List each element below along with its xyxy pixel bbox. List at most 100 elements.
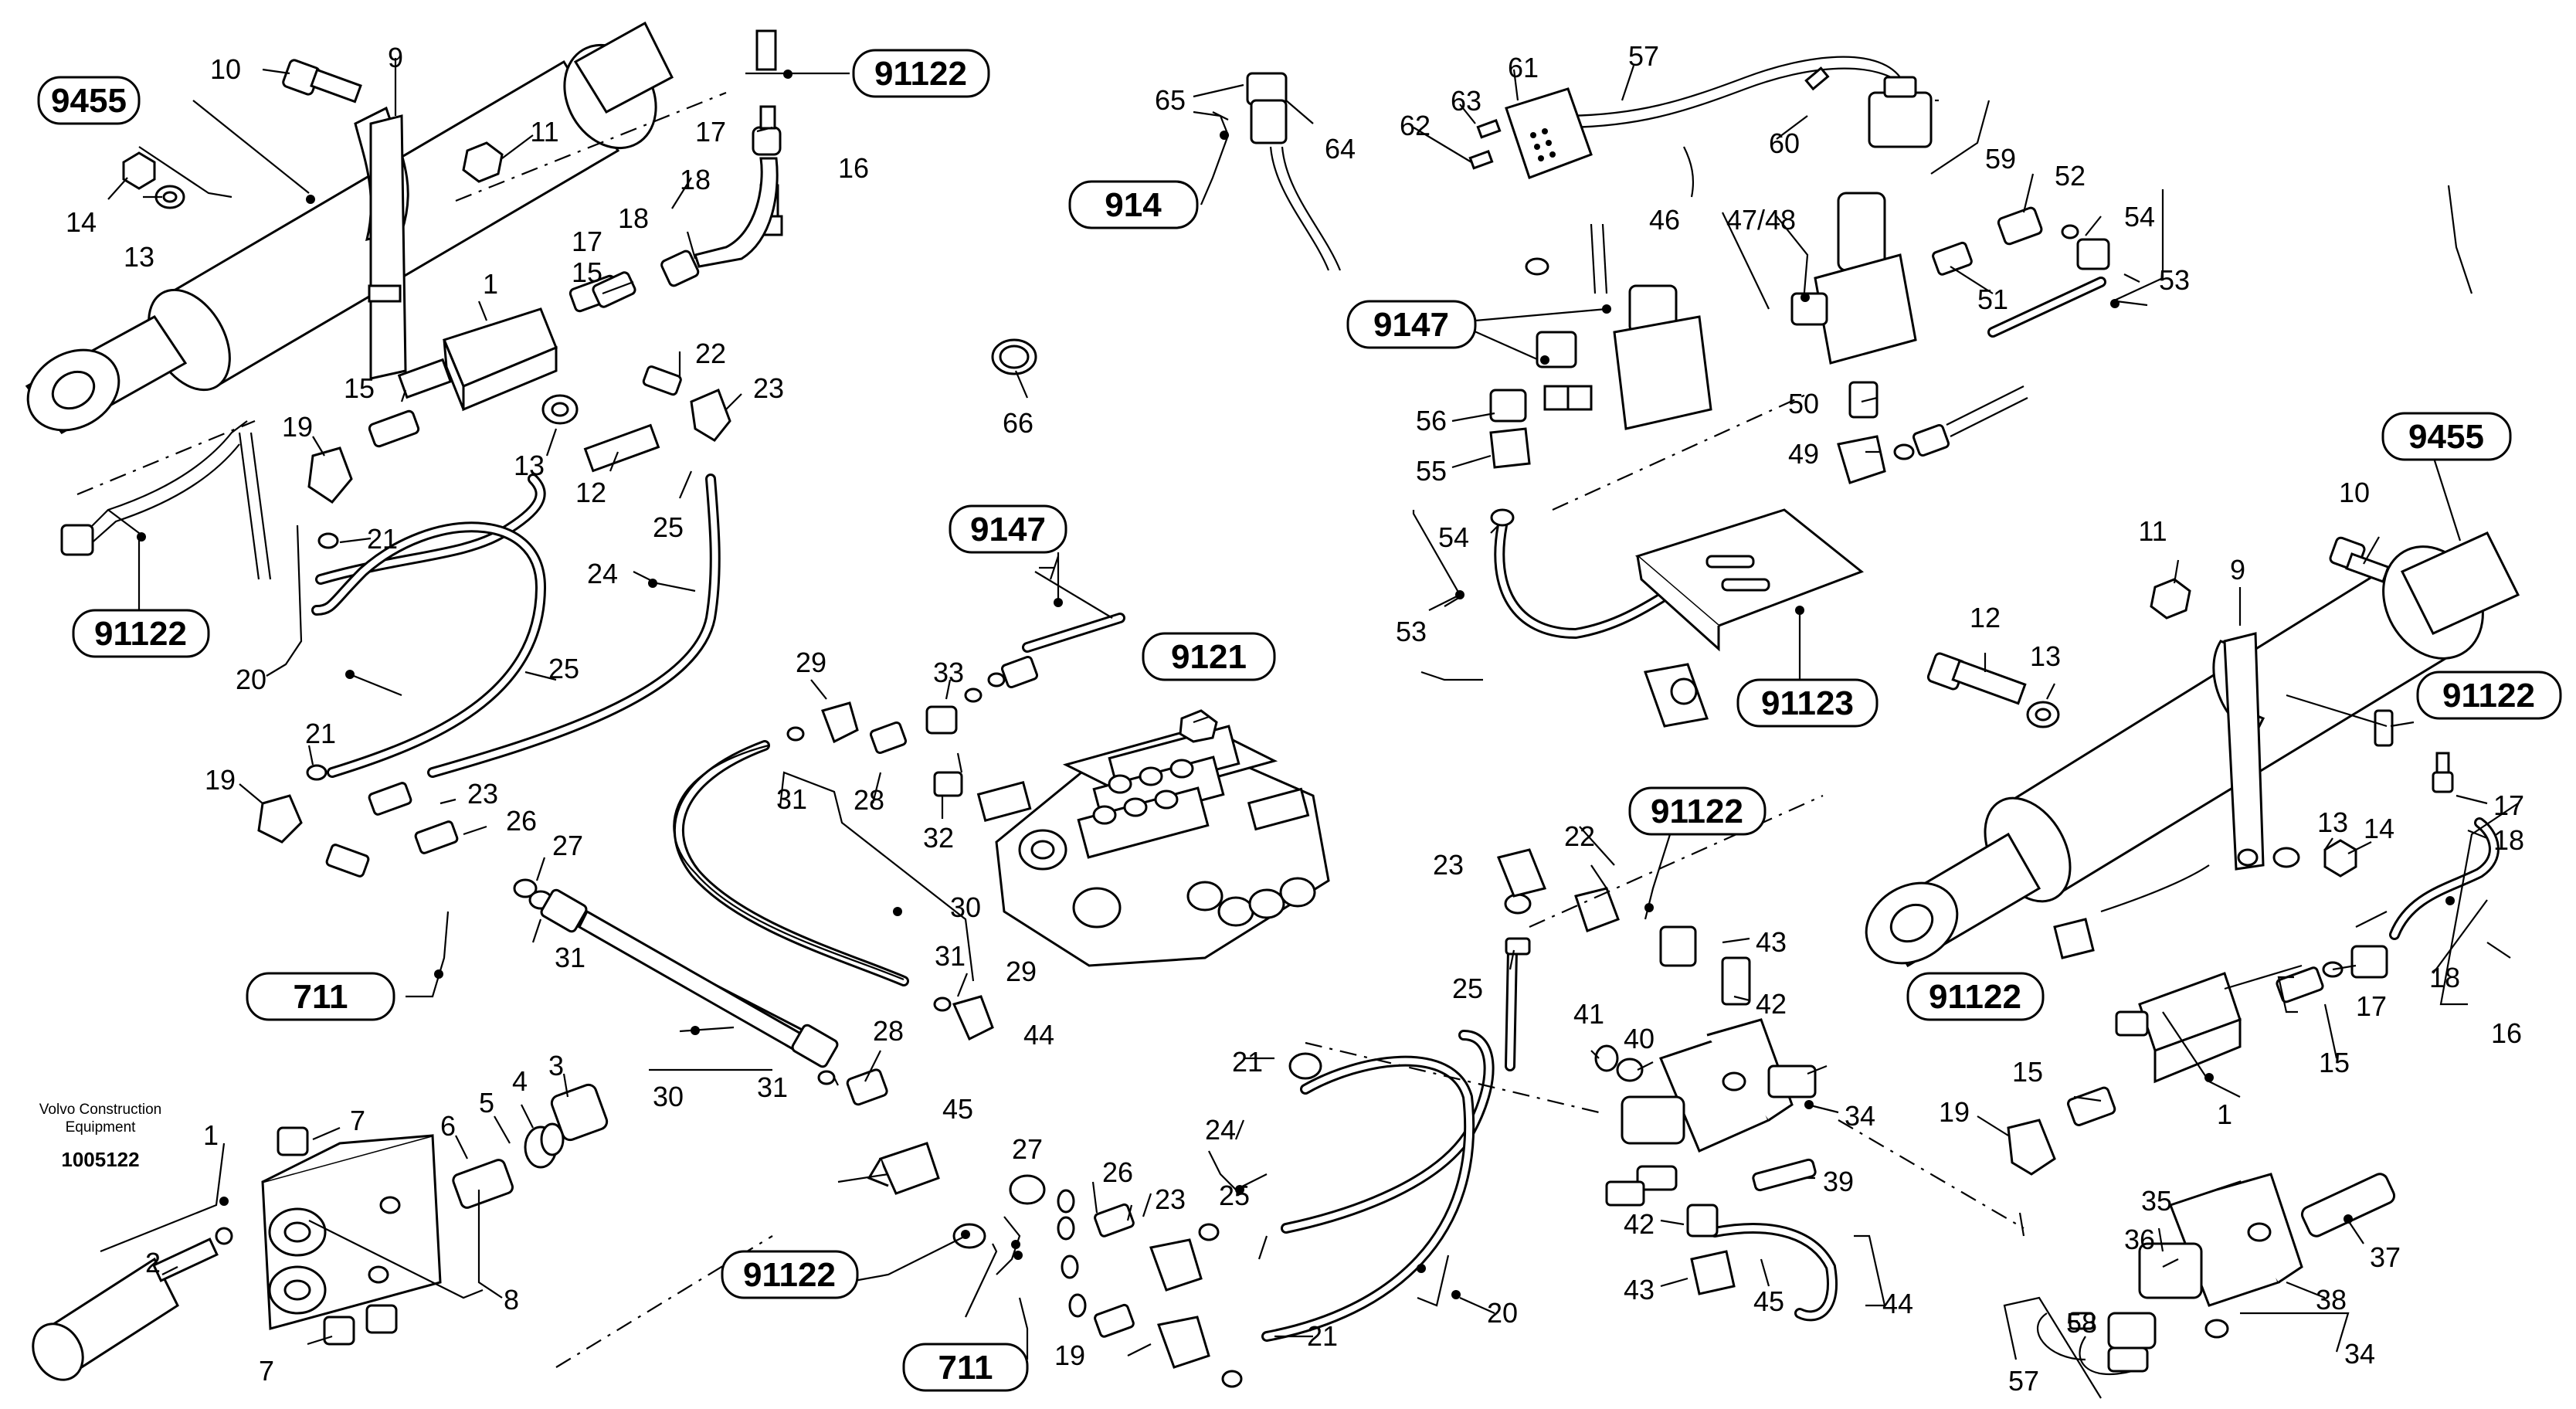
label-63: 63 bbox=[1451, 85, 1481, 117]
label-17: 17 bbox=[2356, 990, 2387, 1022]
label-30: 30 bbox=[950, 891, 981, 923]
svg-text:91122: 91122 bbox=[2442, 677, 2535, 715]
label-16: 16 bbox=[838, 152, 869, 184]
svg-text:9121: 9121 bbox=[1171, 638, 1247, 676]
ref-91122-rightlow[interactable]: 91122 bbox=[1906, 972, 2045, 1021]
label-10: 10 bbox=[210, 53, 241, 85]
label-23: 23 bbox=[1433, 849, 1464, 881]
ref-9455-right[interactable]: 9455 bbox=[2381, 412, 2512, 461]
ref-91122-center[interactable]: 91122 bbox=[1628, 786, 1767, 836]
label-51: 51 bbox=[1977, 283, 2008, 315]
ref-711-bottom[interactable]: 711 bbox=[902, 1343, 1029, 1392]
svg-text:91122: 91122 bbox=[874, 55, 967, 93]
label-21: 21 bbox=[1307, 1320, 1338, 1352]
label-55: 55 bbox=[1416, 455, 1447, 487]
label-21: 21 bbox=[1232, 1046, 1263, 1078]
label-5: 5 bbox=[479, 1087, 494, 1119]
label-28: 28 bbox=[873, 1015, 904, 1047]
label-23: 23 bbox=[753, 372, 784, 404]
label-27: 27 bbox=[552, 830, 583, 861]
ref-914[interactable]: 914 bbox=[1068, 180, 1199, 229]
ref-711-left[interactable]: 711 bbox=[246, 972, 395, 1021]
svg-text:9455: 9455 bbox=[2408, 418, 2484, 456]
valve-block-34 bbox=[1574, 887, 1828, 1295]
label-25: 25 bbox=[1452, 973, 1483, 1004]
svg-text:711: 711 bbox=[938, 1349, 993, 1387]
part-labels: 10 9 11 14 13 17 18 16 18 17 1 15 15 22 … bbox=[66, 40, 2524, 1397]
label-29: 29 bbox=[1006, 956, 1037, 987]
label-24: 24 bbox=[1205, 1114, 1236, 1146]
label-17: 17 bbox=[2493, 789, 2524, 821]
ref-91123[interactable]: 91123 bbox=[1736, 678, 1879, 728]
hydraulic-cylinder-left bbox=[25, 21, 674, 434]
label-54: 54 bbox=[2124, 201, 2155, 233]
label-38: 38 bbox=[2316, 1284, 2347, 1316]
label-4: 4 bbox=[512, 1065, 528, 1097]
ref-91122-top[interactable]: 91122 bbox=[852, 49, 990, 98]
label-26: 26 bbox=[506, 805, 537, 837]
label-19: 19 bbox=[1054, 1339, 1085, 1371]
label-56: 56 bbox=[1416, 405, 1447, 436]
label-43: 43 bbox=[1756, 926, 1787, 958]
label-40: 40 bbox=[1624, 1023, 1655, 1054]
label-59: 59 bbox=[1985, 143, 2016, 175]
ref-91122-lower[interactable]: 91122 bbox=[721, 1250, 859, 1299]
solenoid-coil-59 bbox=[1868, 76, 1933, 148]
svg-text:91123: 91123 bbox=[1761, 684, 1854, 722]
label-25: 25 bbox=[1219, 1180, 1250, 1211]
solenoid-valve-4748 bbox=[1790, 192, 1917, 365]
label-6: 6 bbox=[440, 1110, 456, 1142]
label-44: 44 bbox=[1023, 1019, 1054, 1051]
label-37: 37 bbox=[2370, 1241, 2401, 1273]
label-60: 60 bbox=[1769, 127, 1800, 159]
label-17: 17 bbox=[572, 226, 602, 257]
ref-91122-right[interactable]: 91122 bbox=[2416, 671, 2562, 720]
label-35: 35 bbox=[2141, 1185, 2172, 1217]
label-18: 18 bbox=[680, 164, 711, 195]
label-27: 27 bbox=[1012, 1133, 1043, 1165]
leader-lines bbox=[100, 58, 2519, 1399]
pedal-91123 bbox=[1634, 508, 1864, 728]
label-65: 65 bbox=[1155, 84, 1186, 116]
nut-11-left bbox=[462, 141, 504, 183]
label-29: 29 bbox=[796, 647, 826, 678]
solenoid-valve-46 bbox=[1525, 223, 1712, 430]
label-13: 13 bbox=[2030, 640, 2061, 672]
label-18: 18 bbox=[618, 202, 649, 234]
label-39: 39 bbox=[1823, 1166, 1854, 1197]
ref-9455-left[interactable]: 9455 bbox=[37, 76, 141, 125]
ref-91122-left[interactable]: 91122 bbox=[72, 609, 210, 658]
control-valve-bank bbox=[976, 709, 1330, 967]
label-22: 22 bbox=[695, 338, 726, 369]
label-62: 62 bbox=[1400, 110, 1431, 141]
label-24: 24 bbox=[587, 558, 618, 589]
label-25: 25 bbox=[548, 653, 579, 684]
label-44: 44 bbox=[1882, 1288, 1913, 1319]
label-46: 46 bbox=[1649, 204, 1680, 236]
svg-text:914: 914 bbox=[1105, 186, 1162, 224]
hoses bbox=[311, 277, 2500, 1342]
label-45: 45 bbox=[942, 1093, 973, 1125]
label-61: 61 bbox=[1508, 52, 1539, 83]
label-54: 54 bbox=[1438, 521, 1469, 553]
label-31: 31 bbox=[555, 942, 585, 973]
label-16: 16 bbox=[2491, 1017, 2522, 1049]
center-fittings bbox=[786, 655, 1046, 1249]
clamp-66 bbox=[991, 338, 1037, 375]
label-3: 3 bbox=[548, 1050, 564, 1081]
svg-text:9455: 9455 bbox=[51, 82, 127, 120]
label-11: 11 bbox=[2138, 515, 2167, 547]
label-22: 22 bbox=[1564, 820, 1595, 852]
label-15: 15 bbox=[344, 372, 375, 404]
ref-9147-right[interactable]: 9147 bbox=[1346, 300, 1477, 349]
label-1: 1 bbox=[483, 268, 498, 300]
ref-9147-mid[interactable]: 9147 bbox=[949, 504, 1067, 554]
label-1: 1 bbox=[203, 1119, 219, 1151]
ref-9121[interactable]: 9121 bbox=[1142, 632, 1276, 681]
svg-text:711: 711 bbox=[294, 978, 348, 1016]
label-2: 2 bbox=[145, 1247, 161, 1278]
label-1: 1 bbox=[2217, 1098, 2232, 1130]
label-36: 36 bbox=[2124, 1224, 2155, 1255]
